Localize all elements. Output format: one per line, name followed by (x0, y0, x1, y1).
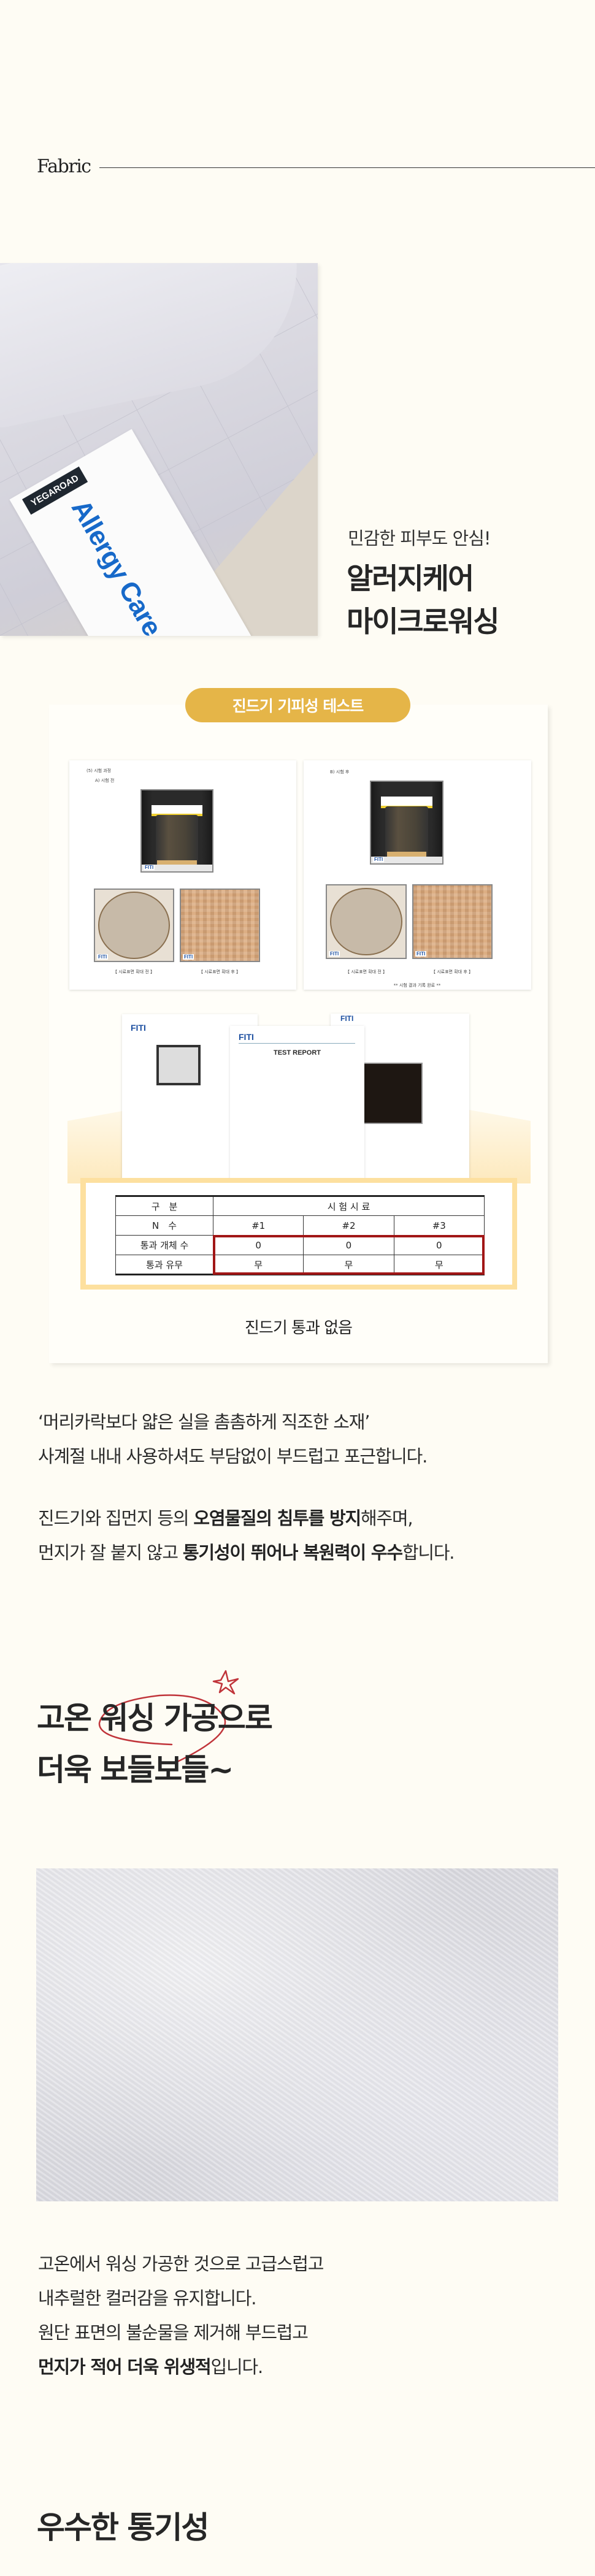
microscope-photo: FITI (412, 884, 493, 959)
microscope-photo: FITI (94, 889, 174, 962)
washing-title-line: 고온 워싱 가공으로 (37, 1700, 273, 1736)
desc-line: 진드기와 집먼지 등의 오염물질의 침투를 방지해주며, (38, 1508, 413, 1529)
fabric-texture-photo (36, 1868, 558, 2201)
hero-subtitle: 민감한 피부도 안심! (348, 528, 491, 549)
allergy-care-product-photo: YEGAROAD Allergy Care (0, 263, 318, 636)
doc-subheading: A) 시험 전 (95, 778, 115, 783)
test-caption: 진드기 통과 없음 (245, 1319, 353, 1337)
washing-line: 먼지가 적어 더욱 위생적입니다. (38, 2356, 263, 2377)
desc-line: 사계절 내내 사용하셔도 부담없이 부드럽고 포근합니다. (38, 1446, 428, 1467)
result-red-highlight (213, 1235, 485, 1275)
doc-footer: ** 시험 결과 기록 완료 ** (393, 983, 441, 988)
doc-heading: (5) 시험 과정 (86, 768, 112, 773)
section-label: Fabric (37, 156, 91, 177)
tag-text: Allergy Care (65, 494, 167, 636)
doc-caption: 【 시료표면 확대 후 】 (199, 969, 240, 974)
lab-logo: FITI (340, 1014, 354, 1023)
lab-logo: FITI (131, 1023, 146, 1033)
hero-title-line: 알러지케어 (347, 562, 474, 596)
jar-photo: FITI (370, 781, 443, 865)
microscope-photo: FITI (180, 889, 260, 962)
jar-photo: FITI (140, 789, 213, 873)
lab-logo: FITI (239, 1032, 254, 1042)
washing-line: 원단 표면의 불순물을 제거해 부드럽고 (38, 2322, 309, 2343)
test-document-before: (5) 시험 과정 A) 시험 전 FITI FITI FITI 【 시료표면 … (69, 760, 296, 990)
doc-caption: 【 시료표면 확대 전 】 (113, 969, 155, 974)
desc-line: 먼지가 잘 붙지 않고 통기성이 뛰어나 복원력이 우수합니다. (38, 1542, 455, 1563)
washing-title-line: 더욱 보들보들~ (37, 1752, 234, 1787)
doc-caption: 【 시료표면 확대 후 】 (431, 969, 473, 974)
divider (99, 167, 595, 168)
microscope-photo: FITI (326, 884, 407, 959)
test-document-after: B) 시험 후 FITI FITI FITI 【 시료표면 확대 전 】 【 시… (304, 760, 531, 990)
report-page-main: FITI TEST REPORT (230, 1026, 364, 1185)
hero-title-line: 마이크로워싱 (347, 605, 499, 639)
doc-heading: B) 시험 후 (330, 770, 350, 774)
doc-caption: 【 시료표면 확대 전 】 (345, 969, 387, 974)
report-title: TEST REPORT (273, 1049, 321, 1057)
circle-star-annotation (98, 1670, 239, 1764)
desc-line: ‘머리카락보다 얇은 실을 촘촘하게 직조한 소재’ (38, 1412, 370, 1432)
table-row: N 수#1#2#3 (115, 1215, 485, 1236)
test-badge: 진드기 기피성 테스트 (185, 688, 410, 722)
breathability-title: 우수한 통기성 (37, 2510, 209, 2545)
washing-line: 내추럴한 컬러감을 유지합니다. (38, 2288, 256, 2309)
washing-line: 고온에서 워싱 가공한 것으로 고급스럽고 (38, 2253, 324, 2274)
